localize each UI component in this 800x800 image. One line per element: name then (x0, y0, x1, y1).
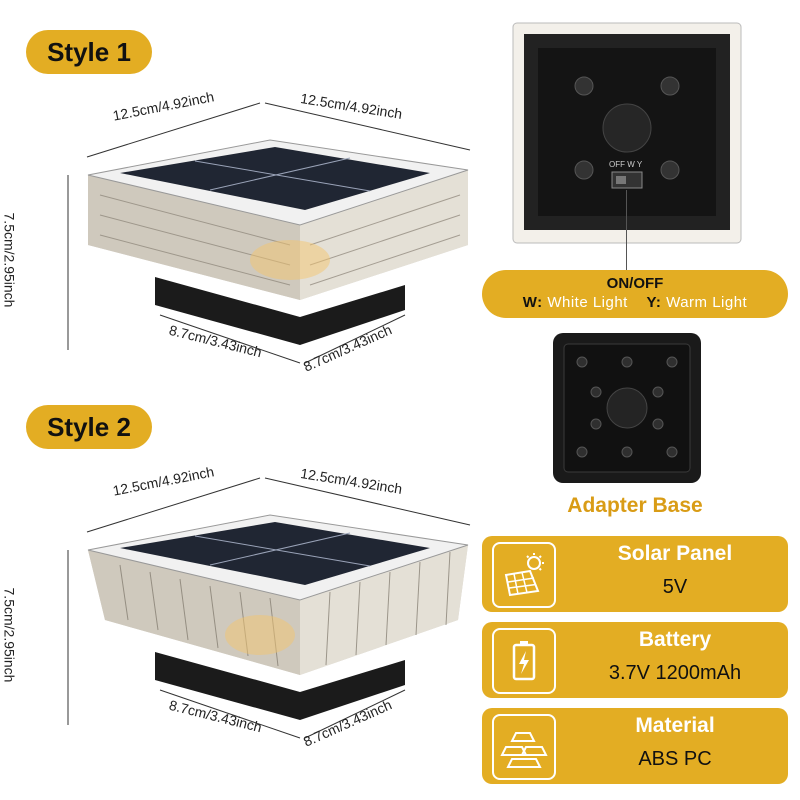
adapter-base-title: Adapter Base (567, 494, 703, 517)
material-bars-icon (492, 714, 556, 780)
feature-material: Material ABS PC (482, 708, 788, 784)
style1-label: Style 1 (26, 30, 152, 74)
style1-label-text: Style 1 (47, 36, 131, 67)
switch-y-key: Y: (646, 294, 662, 311)
solar-sun-icon (492, 542, 556, 608)
battery-icon (492, 628, 556, 694)
style2-height: 7.5cm/2.95inch (1, 587, 18, 683)
style2-label-text: Style 2 (47, 411, 131, 442)
switch-w-key: W: (522, 294, 543, 311)
switch-w-text: White Light (547, 294, 628, 311)
feature-material-title: Material (635, 714, 715, 737)
style2-label: Style 2 (26, 405, 152, 449)
feature-battery-title: Battery (638, 628, 712, 651)
feature-battery-value: 3.7V 1200mAh (608, 662, 742, 684)
switch-y-text: Warm Light (666, 294, 748, 311)
switch-pointer-line (626, 190, 627, 272)
switch-title: ON/OFF (606, 275, 664, 292)
style1-lamp-image (67, 102, 471, 364)
switch-legend: W: White Light Y: Warm Light (482, 294, 788, 311)
switch-position-label: OFF W Y (609, 160, 643, 169)
feature-solar-value: 5V (662, 576, 688, 598)
switch-info-banner: ON/OFF W: White Light Y: Warm Light (482, 270, 788, 318)
style1-height: 7.5cm/2.95inch (1, 212, 18, 308)
feature-material-value: ABS PC (638, 748, 712, 770)
style2-lamp-image (67, 477, 471, 739)
lamp-bottom-view (512, 22, 742, 244)
adapter-base-image (553, 333, 701, 483)
feature-solar-title: Solar Panel (617, 542, 733, 565)
feature-battery: Battery 3.7V 1200mAh (482, 622, 788, 698)
feature-solar-panel: Solar Panel 5V (482, 536, 788, 612)
